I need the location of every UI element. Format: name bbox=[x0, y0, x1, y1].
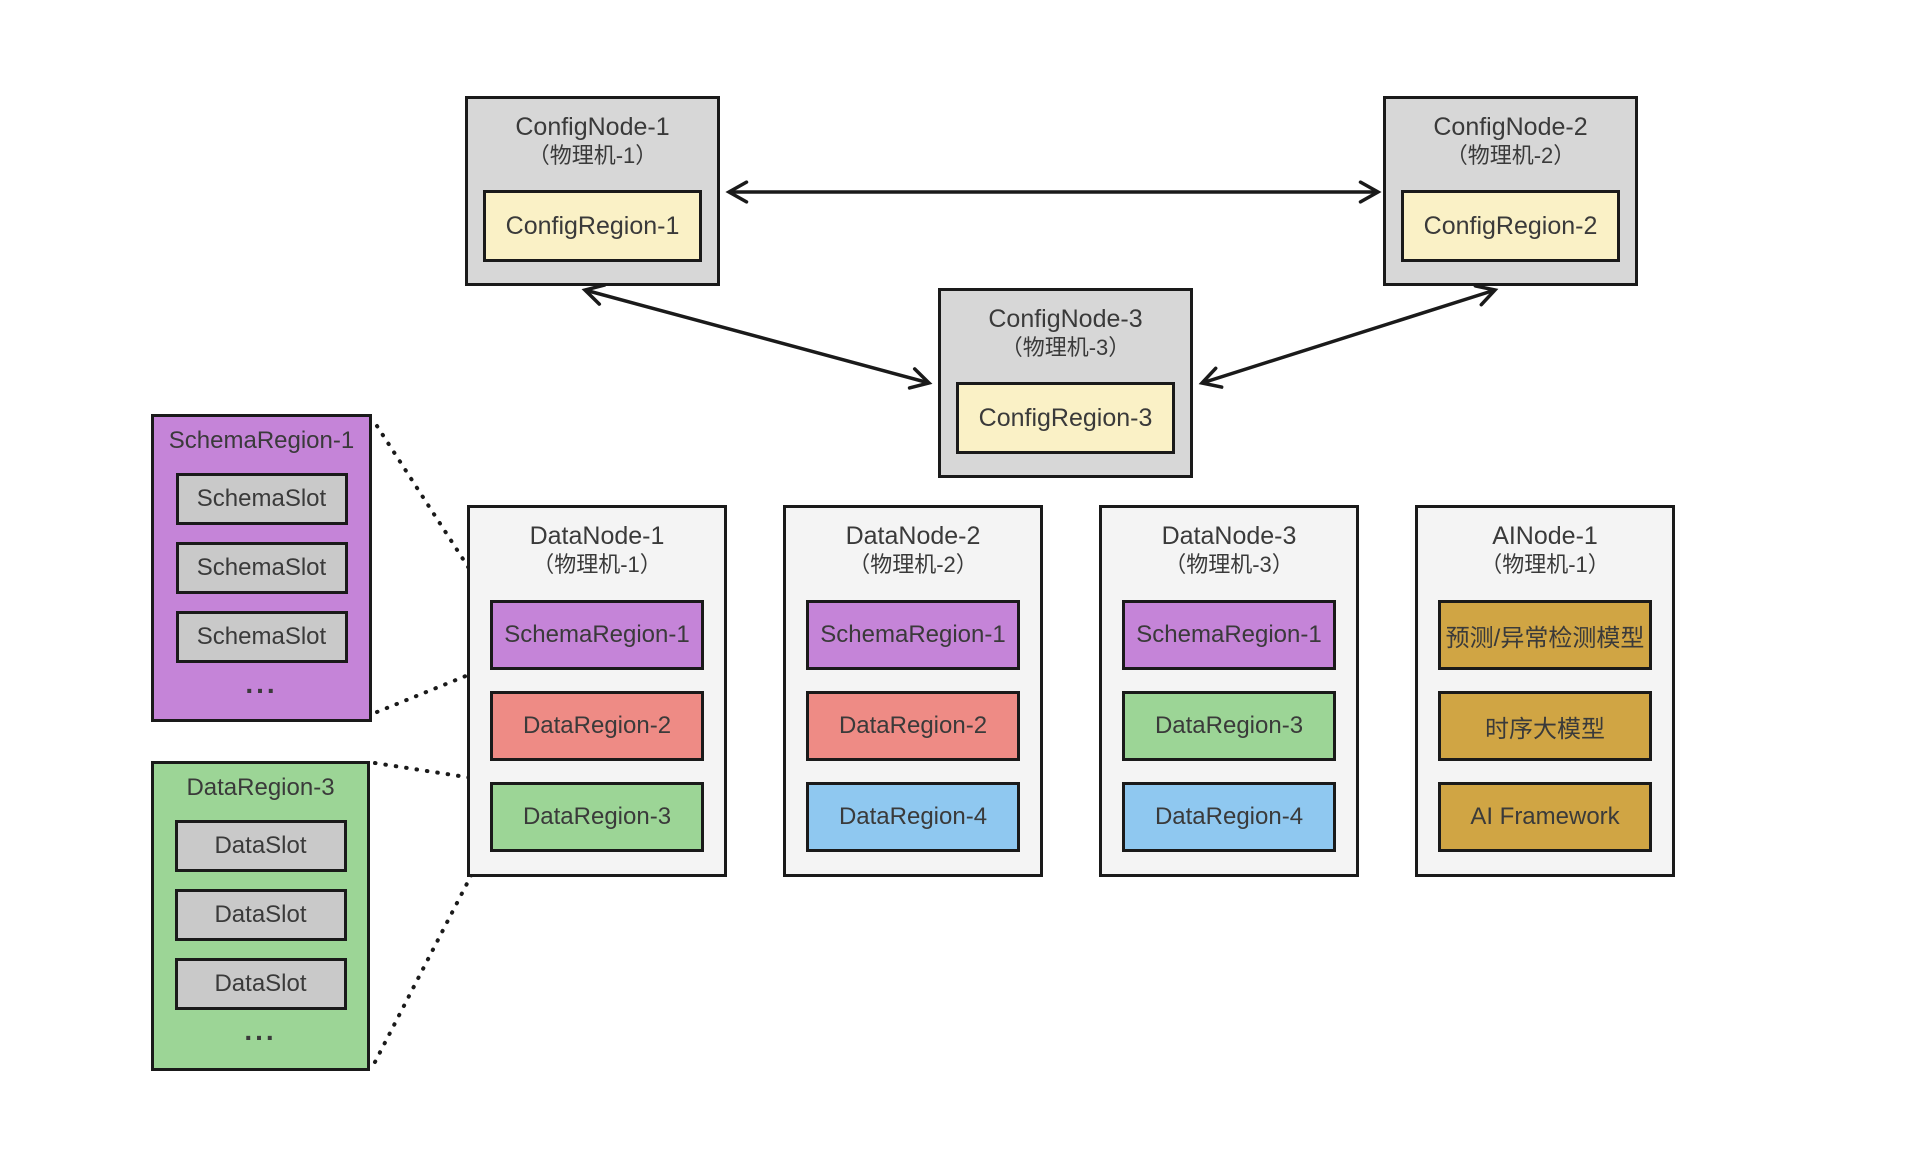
config-region-2: ConfigRegion-2 bbox=[1401, 190, 1620, 262]
config-node-2-subtitle: （物理机-2） bbox=[1445, 143, 1576, 168]
config-node-1-title: ConfigNode-1 bbox=[515, 113, 670, 141]
arrow-confignode1-confignode3 bbox=[581, 283, 933, 390]
config-node-3-subtitle: （物理机-3） bbox=[1000, 335, 1131, 360]
data-node-2-title: DataNode-2 bbox=[845, 522, 981, 550]
schema-slot-label: SchemaSlot bbox=[196, 554, 327, 581]
data-region-3-detail: DataRegion-3 DataSlot DataSlot DataSlot … bbox=[151, 761, 370, 1071]
data-node-3-title: DataNode-3 bbox=[1161, 522, 1297, 550]
region-label: DataRegion-4 bbox=[1154, 803, 1304, 830]
config-region-3-label: ConfigRegion-3 bbox=[978, 403, 1153, 432]
data-node-2-subtitle: （物理机-2） bbox=[848, 552, 978, 577]
data-slot-label: DataSlot bbox=[214, 970, 307, 997]
data-slot: DataSlot bbox=[174, 820, 347, 872]
data-slot-label: DataSlot bbox=[214, 832, 307, 859]
data-node-3-schema-region-1: SchemaRegion-1 bbox=[1122, 600, 1336, 670]
ai-node-1-title: AINode-1 bbox=[1492, 522, 1598, 550]
region-label: 预测/异常检测模型 bbox=[1445, 624, 1645, 652]
region-label: DataRegion-3 bbox=[522, 803, 672, 830]
config-node-3-title: ConfigNode-3 bbox=[988, 305, 1143, 333]
data-node-2-data-region-2: DataRegion-2 bbox=[806, 691, 1020, 761]
schema-slot-label: SchemaSlot bbox=[196, 623, 327, 650]
region-label: DataRegion-4 bbox=[838, 803, 988, 830]
schema-slot-list: SchemaSlot SchemaSlot SchemaSlot bbox=[154, 473, 369, 663]
data-node-1-regions: SchemaRegion-1 DataRegion-2 DataRegion-3 bbox=[490, 600, 704, 852]
schema-slot-ellipsis: ... bbox=[245, 668, 278, 699]
data-node-2-data-region-4: DataRegion-4 bbox=[806, 782, 1020, 852]
config-node-1: ConfigNode-1 （物理机-1） ConfigRegion-1 bbox=[465, 96, 720, 286]
data-slot-ellipsis: ... bbox=[244, 1015, 277, 1046]
schema-slot: SchemaSlot bbox=[175, 473, 348, 525]
data-node-1-title: DataNode-1 bbox=[529, 522, 665, 550]
ai-node-1-ai-framework: AI Framework bbox=[1438, 782, 1652, 852]
data-node-2: DataNode-2 （物理机-2） SchemaRegion-1 DataRe… bbox=[783, 505, 1043, 877]
config-region-1-label: ConfigRegion-1 bbox=[505, 211, 680, 240]
config-region-2-label: ConfigRegion-2 bbox=[1423, 211, 1598, 240]
data-slot: DataSlot bbox=[174, 889, 347, 941]
data-node-1-data-region-2: DataRegion-2 bbox=[490, 691, 704, 761]
ai-node-1-model-forecast-anomaly: 预测/异常检测模型 bbox=[1438, 600, 1652, 670]
data-node-2-schema-region-1: SchemaRegion-1 bbox=[806, 600, 1020, 670]
region-label: SchemaRegion-1 bbox=[820, 621, 1006, 648]
data-node-3-data-region-3: DataRegion-3 bbox=[1122, 691, 1336, 761]
data-region-3-detail-title: DataRegion-3 bbox=[186, 774, 335, 801]
region-label: DataRegion-2 bbox=[838, 712, 988, 739]
ai-node-1: AINode-1 （物理机-1） 预测/异常检测模型 时序大模型 AI Fram… bbox=[1415, 505, 1675, 877]
data-node-2-regions: SchemaRegion-1 DataRegion-2 DataRegion-4 bbox=[806, 600, 1020, 852]
data-slot-label: DataSlot bbox=[214, 901, 307, 928]
data-node-3-subtitle: （物理机-3） bbox=[1164, 552, 1294, 577]
schema-slot: SchemaSlot bbox=[175, 611, 348, 663]
ai-node-1-regions: 预测/异常检测模型 时序大模型 AI Framework bbox=[1438, 600, 1652, 852]
data-node-3-data-region-4: DataRegion-4 bbox=[1122, 782, 1336, 852]
data-node-1-schema-region-1: SchemaRegion-1 bbox=[490, 600, 704, 670]
data-node-3: DataNode-3 （物理机-3） SchemaRegion-1 DataRe… bbox=[1099, 505, 1359, 877]
config-node-2-title: ConfigNode-2 bbox=[1433, 113, 1588, 141]
config-region-1: ConfigRegion-1 bbox=[483, 190, 702, 262]
schema-slot-label: SchemaSlot bbox=[196, 485, 327, 512]
data-node-1-data-region-3: DataRegion-3 bbox=[490, 782, 704, 852]
ai-node-1-timeseries-large-model: 时序大模型 bbox=[1438, 691, 1652, 761]
data-slot: DataSlot bbox=[174, 958, 347, 1010]
data-node-1: DataNode-1 （物理机-1） SchemaRegion-1 DataRe… bbox=[467, 505, 727, 877]
region-label: DataRegion-3 bbox=[1154, 712, 1304, 739]
arrow-confignode2-confignode3 bbox=[1198, 284, 1499, 389]
region-label: AI Framework bbox=[1470, 803, 1620, 830]
region-label: 时序大模型 bbox=[1485, 715, 1605, 743]
dotted-link-dataregion-detail-bottom bbox=[373, 868, 476, 1064]
data-slot-list: DataSlot DataSlot DataSlot bbox=[154, 820, 367, 1010]
region-label: DataRegion-2 bbox=[522, 712, 672, 739]
schema-region-1-detail: SchemaRegion-1 SchemaSlot SchemaSlot Sch… bbox=[151, 414, 372, 722]
data-node-1-subtitle: （物理机-1） bbox=[532, 552, 662, 577]
config-node-3: ConfigNode-3 （物理机-3） ConfigRegion-3 bbox=[938, 288, 1193, 478]
schema-region-1-detail-title: SchemaRegion-1 bbox=[168, 427, 355, 454]
schema-slot: SchemaSlot bbox=[175, 542, 348, 594]
data-node-3-regions: SchemaRegion-1 DataRegion-3 DataRegion-4 bbox=[1122, 600, 1336, 852]
region-label: SchemaRegion-1 bbox=[1136, 621, 1322, 648]
region-label: SchemaRegion-1 bbox=[504, 621, 690, 648]
ai-node-1-subtitle: （物理机-1） bbox=[1480, 552, 1610, 577]
config-node-1-subtitle: （物理机-1） bbox=[527, 143, 658, 168]
config-region-3: ConfigRegion-3 bbox=[956, 382, 1175, 454]
dotted-link-dataregion-detail-top bbox=[373, 761, 481, 781]
config-node-2: ConfigNode-2 （物理机-2） ConfigRegion-2 bbox=[1383, 96, 1638, 286]
